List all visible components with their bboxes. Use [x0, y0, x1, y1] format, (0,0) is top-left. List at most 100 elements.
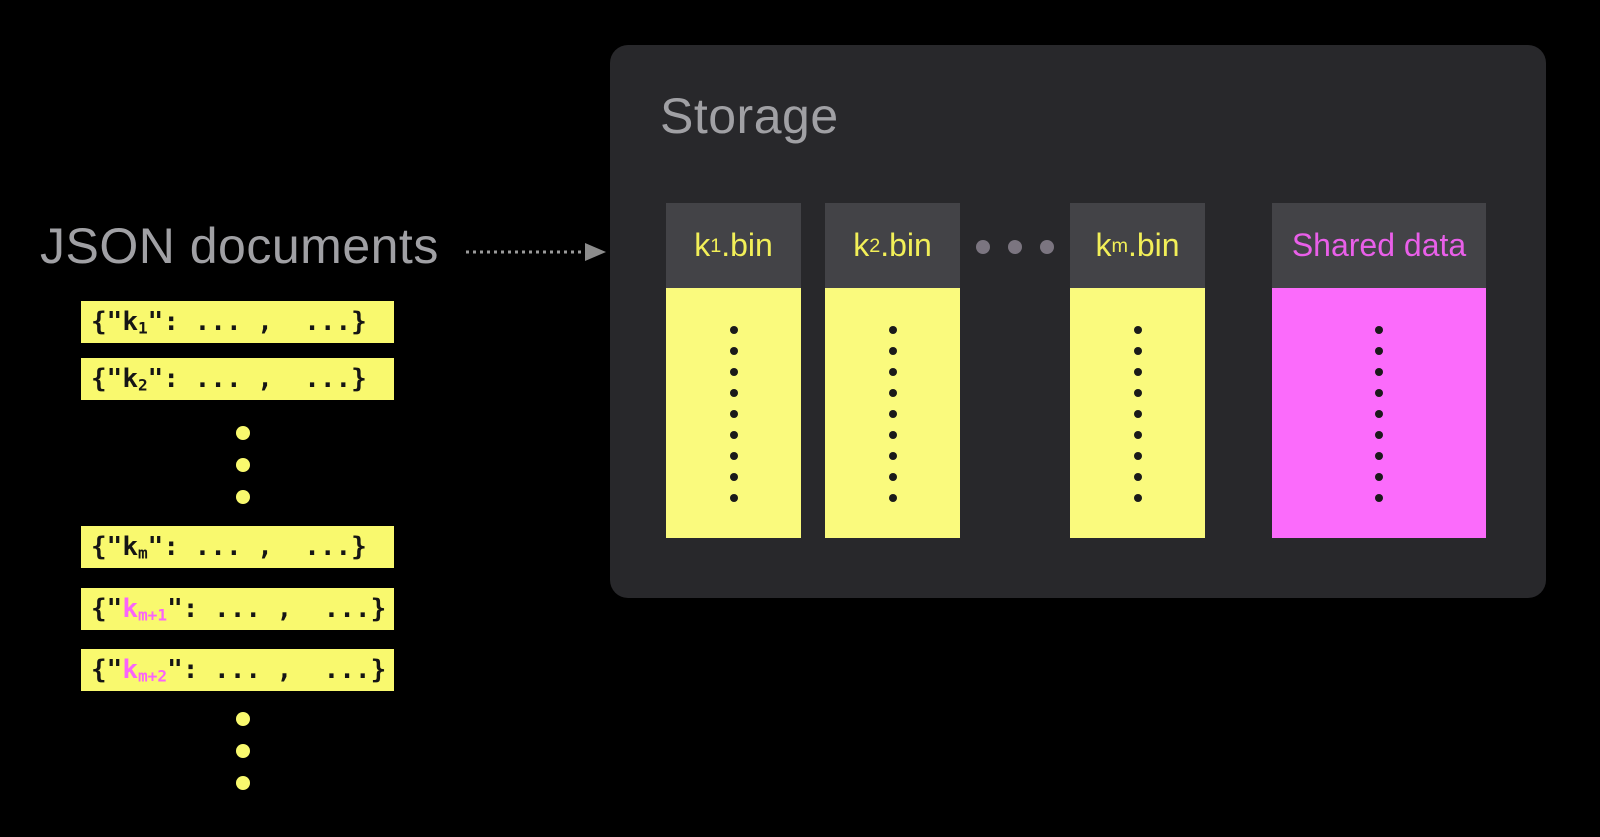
dot [1375, 347, 1383, 355]
dot [888, 431, 897, 439]
bin-label: k [694, 227, 711, 263]
dot [1375, 410, 1383, 418]
dot [1133, 347, 1142, 355]
doc-key-subscript: 2 [137, 375, 148, 395]
bin-label: k [853, 227, 870, 263]
flow-arrow-icon [466, 243, 606, 261]
dot [1133, 326, 1142, 334]
dot [729, 389, 738, 397]
doc-rest: ": ... , ...} [167, 594, 387, 624]
dot [1375, 389, 1383, 397]
dot [1375, 473, 1383, 481]
bins-ellipsis [976, 240, 1054, 254]
bin-body-km [1070, 288, 1205, 538]
dot [236, 712, 250, 726]
bin-body-k1 [666, 288, 801, 538]
dot [236, 426, 250, 440]
shared-data-label: Shared data [1291, 227, 1467, 263]
storage-title: Storage [660, 88, 839, 144]
bin-content-ellipsis [1375, 326, 1383, 538]
dot [888, 452, 897, 460]
dot [1375, 368, 1383, 376]
doc-key-highlighted: k [122, 594, 138, 624]
dot [729, 368, 738, 376]
bin-label-suffix: .bin [880, 227, 932, 263]
doc-open: {" [91, 307, 123, 337]
doc-key: k [122, 532, 138, 562]
dot [1133, 389, 1142, 397]
dot [1133, 431, 1142, 439]
dot [1133, 494, 1142, 502]
doc-rest: ": ... , ...} [147, 307, 367, 337]
json-document-row-km2: {"km+2": ... , ...} [81, 649, 394, 691]
dot [976, 240, 990, 254]
dot [1375, 494, 1383, 502]
dot [1133, 452, 1142, 460]
doc-key-subscript: m+2 [137, 666, 168, 686]
shared-data-body [1272, 288, 1486, 538]
dot [729, 452, 738, 460]
documents-ellipsis-upper [236, 426, 250, 504]
dot [1133, 410, 1142, 418]
dot [888, 494, 897, 502]
dot [1375, 326, 1383, 334]
dot [236, 776, 250, 790]
dot [236, 744, 250, 758]
dot [729, 347, 738, 355]
doc-key-highlighted: k [122, 655, 138, 685]
dot [729, 410, 738, 418]
dot [729, 473, 738, 481]
dot [1133, 473, 1142, 481]
bin-content-ellipsis [1133, 326, 1142, 538]
dot [1133, 368, 1142, 376]
dot [236, 458, 250, 472]
doc-open: {" [91, 594, 123, 624]
doc-rest: ": ... , ...} [167, 655, 387, 685]
doc-open: {" [91, 655, 123, 685]
json-documents-label: JSON documents [40, 218, 439, 274]
bin-content-ellipsis [888, 326, 897, 538]
dot [888, 389, 897, 397]
doc-rest: ": ... , ...} [147, 364, 367, 394]
doc-key-subscript: m [137, 543, 148, 563]
dot [888, 326, 897, 334]
json-document-row-km1: {"km+1": ... , ...} [81, 588, 394, 630]
dot [236, 490, 250, 504]
dot [729, 326, 738, 334]
dot [888, 368, 897, 376]
doc-key-subscript: m+1 [137, 605, 168, 625]
documents-ellipsis-lower [236, 712, 250, 790]
dot [888, 347, 897, 355]
json-document-row-k2: {"k2": ... , ...} [81, 358, 394, 400]
doc-open: {" [91, 532, 123, 562]
shared-data-header: Shared data [1272, 203, 1486, 288]
dot [888, 473, 897, 481]
bin-label: k [1095, 227, 1112, 263]
bin-label-suffix: .bin [1127, 227, 1180, 263]
dot [1375, 431, 1383, 439]
dot [729, 431, 738, 439]
doc-key-subscript: 1 [137, 318, 148, 338]
dot [888, 410, 897, 418]
dot [1375, 452, 1383, 460]
doc-open: {" [91, 364, 123, 394]
doc-rest: ": ... , ...} [147, 532, 367, 562]
dot [1008, 240, 1022, 254]
bin-label-suffix: .bin [721, 227, 773, 263]
dot [729, 494, 738, 502]
bin-body-k2 [825, 288, 960, 538]
json-document-row-k1: {"k1": ... , ...} [81, 301, 394, 343]
json-document-row-km: {"km": ... , ...} [81, 526, 394, 568]
doc-key: k [122, 307, 138, 337]
shared-data-column: Shared data [1272, 203, 1486, 538]
dot [1040, 240, 1054, 254]
doc-key: k [122, 364, 138, 394]
